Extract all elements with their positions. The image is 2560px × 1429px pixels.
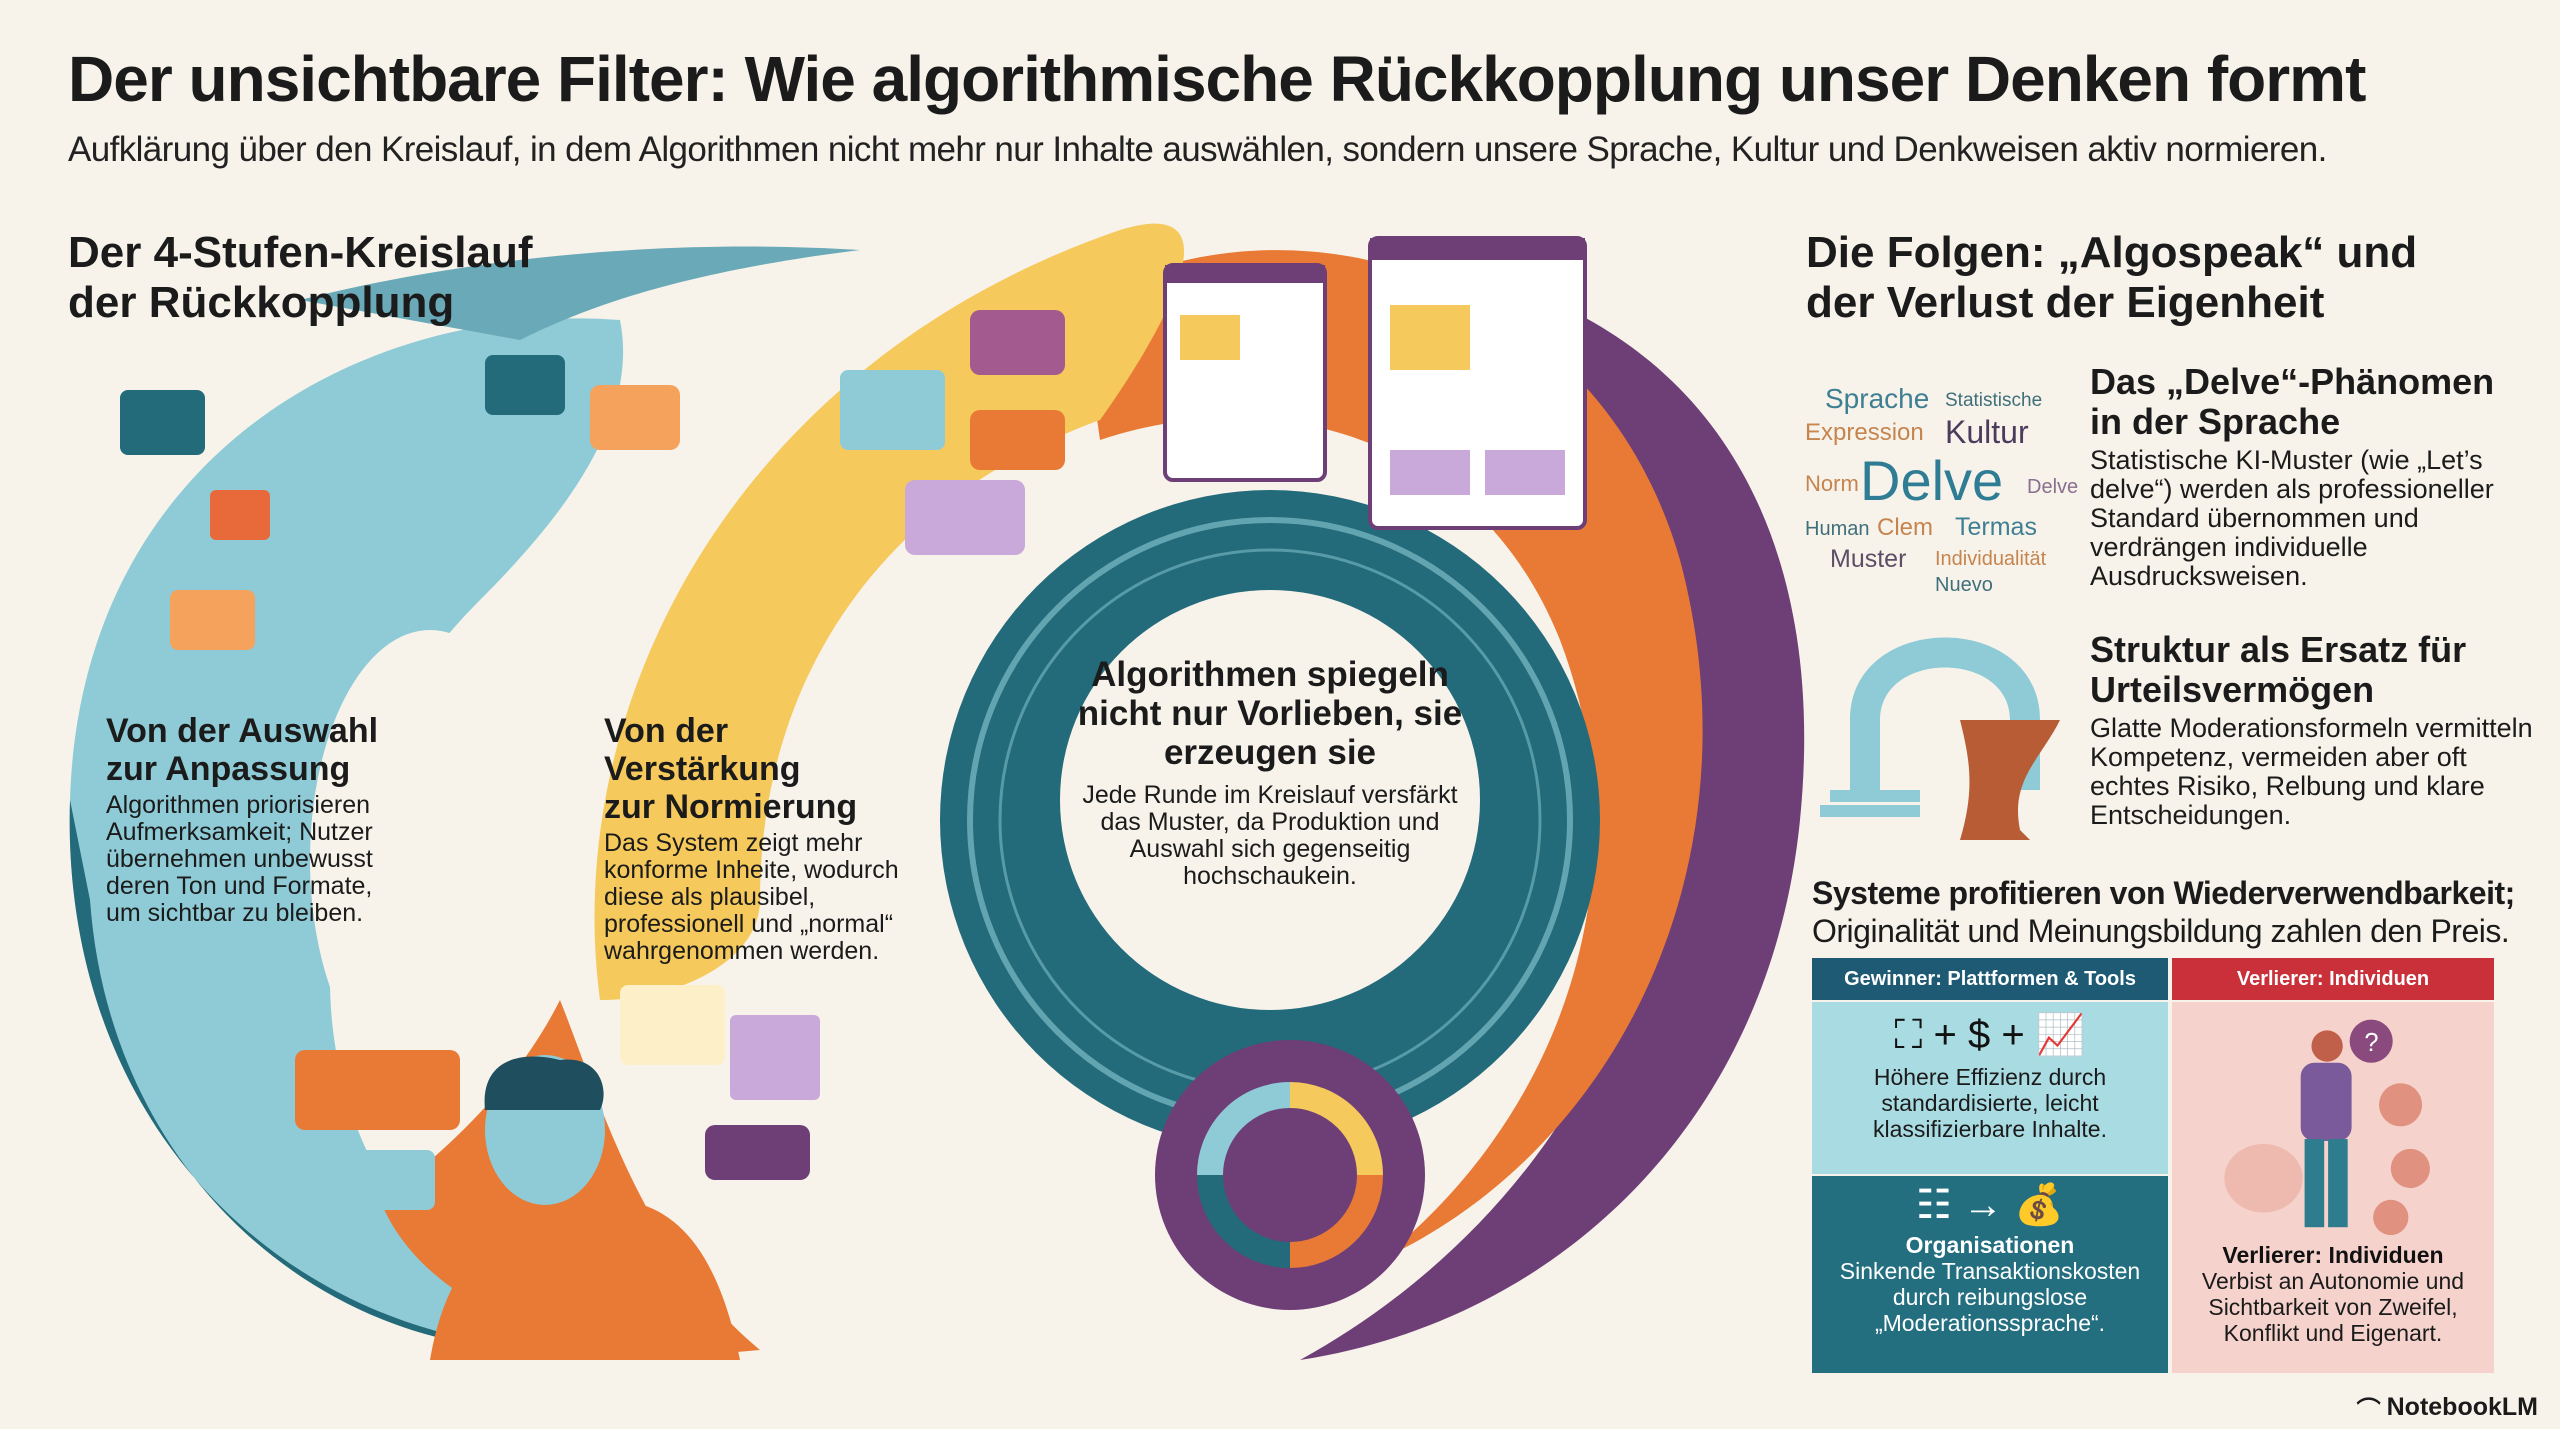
stage-text: Das System zeigt mehr konforme Inheite, … xyxy=(604,829,899,965)
stage-title-line1: Von der Verstärkung xyxy=(604,712,801,788)
center-circle xyxy=(1060,590,1480,1010)
word-cloud-word: Statistische xyxy=(1945,390,2043,411)
delve-section: Das „Delve“-Phänomen in der Sprache Stat… xyxy=(2090,362,2540,591)
growth-chart-icon: 📈 xyxy=(2035,1013,2086,1057)
word-cloud-word: Kultur xyxy=(1945,414,2029,450)
money-bag-icon: 💰 xyxy=(2014,1183,2064,1227)
winners-losers-table: Gewinner: Plattformen & Tools Verlierer:… xyxy=(1812,958,2494,1373)
organisations-text: Sinkende Transaktionskosten durch reibun… xyxy=(1839,1258,2141,1336)
systems-summary-bold: Systeme profitieren von Wiederverwendbar… xyxy=(1812,875,2515,911)
winner-header: Gewinner: Plattformen & Tools xyxy=(1812,958,2168,1000)
word-cloud-word: Norm xyxy=(1805,471,1859,496)
chat-bubble-icons xyxy=(120,310,1065,1210)
consequences-heading: Die Folgen: „Algospeak“ und der Verlust … xyxy=(1806,228,2417,328)
delve-title-line2: in der Sprache xyxy=(2090,401,2341,442)
stage-title-line2: zur Normierung xyxy=(604,788,858,826)
person-illustration xyxy=(430,1055,740,1360)
word-cloud-word: Individualität xyxy=(1935,548,2047,570)
center-title: Algorithmen spiegeln nicht nur Vorlieben… xyxy=(1077,655,1463,772)
cycle-arrows-icon xyxy=(1155,1040,1425,1310)
org-chart-icon: ☷ xyxy=(1916,1183,1952,1227)
consequences-heading-line2: der Verlust der Eigenheit xyxy=(1806,278,2325,327)
delve-text: Statistische KI-Muster (wie „Let’s delve… xyxy=(2090,445,2494,591)
structure-section: Struktur als Ersatz für Urteilsvermögen … xyxy=(2090,630,2540,830)
loop-heading-line1: Der 4-Stufen-Kreislauf xyxy=(68,228,533,277)
hierarchy-to-money-icons: ☷ → 💰 xyxy=(1916,1183,2064,1227)
word-cloud-word: Delve xyxy=(1860,449,2004,512)
confused-person-icon: ? xyxy=(2224,1019,2430,1236)
losers-title: Verlierer: Individuen xyxy=(2222,1242,2444,1268)
network-icon: ⛶ xyxy=(1894,1013,1923,1057)
organisations-title: Organisationen xyxy=(1905,1232,2075,1258)
systems-summary: Systeme profitieren von Wiederverwendbar… xyxy=(1812,874,2515,950)
loop-heading: Der 4-Stufen-Kreislauf der Rückkopplung xyxy=(68,228,533,328)
word-cloud-word: Human xyxy=(1805,518,1870,540)
stage-title-line1: Von der Auswahl xyxy=(106,712,379,750)
svg-text:?: ? xyxy=(2364,1029,2378,1057)
losers-individuals-cell: ? Verlierer: Individuen Verbist an Auton… xyxy=(2172,1002,2494,1373)
word-cloud-word: Sprache xyxy=(1825,383,1930,414)
word-cloud-word: Muster xyxy=(1830,545,1907,573)
word-cloud: Sprache Statistische Expression Kultur N… xyxy=(1805,385,2085,600)
document-icons xyxy=(1163,236,1587,530)
stage-title-line2: zur Anpassung xyxy=(106,750,351,788)
winner-text: Höhere Effizienz durch standardisierte, … xyxy=(1873,1064,2107,1142)
stage-selection-adaptation: Von der Auswahl zur Anpassung Algorithme… xyxy=(106,712,396,927)
structure-text: Glatte Moderationsformeln vermitteln Kom… xyxy=(2090,713,2533,830)
word-cloud-word: Clem xyxy=(1877,514,1934,541)
losers-text: Verbist an Autonomie und Sichtbarkeit vo… xyxy=(2201,1268,2465,1346)
arch-tree-icon xyxy=(1820,637,2060,840)
stage-text: Algorithmen priorisieren Aufmerksamkeit;… xyxy=(106,791,373,927)
notebooklm-icon: ⌒ xyxy=(2356,1397,2381,1424)
page-subtitle: Aufklärung über den Kreislauf, in dem Al… xyxy=(68,130,2327,169)
word-cloud-word: Nuevo xyxy=(1935,574,1993,596)
page-title: Der unsichtbare Filter: Wie algorithmisc… xyxy=(68,43,2366,115)
delve-title-line1: Das „Delve“-Phänomen xyxy=(2090,361,2495,402)
purple-band xyxy=(1300,260,1805,1360)
structure-title-line2: Urteilsvermögen xyxy=(2090,669,2375,710)
center-message: Algorithmen spiegeln nicht nur Vorlieben… xyxy=(1065,655,1475,890)
winner-platforms-cell: ⛶ + $ + 📈 Höhere Effizienz durch standar… xyxy=(1812,1002,2168,1174)
notebooklm-logo: ⌒ NotebookLM xyxy=(2357,1390,2538,1425)
word-cloud-word: Delve xyxy=(2027,476,2079,498)
word-cloud-word: Expression xyxy=(1805,419,1924,446)
stage-amplification-normalization: Von der Verstärkung zur Normierung Das S… xyxy=(604,712,934,965)
consequences-heading-line1: Die Folgen: „Algospeak“ und xyxy=(1806,228,2418,277)
loop-heading-line2: der Rückkopplung xyxy=(68,278,455,327)
network-money-growth-icons: ⛶ + $ + 📈 xyxy=(1812,1010,2168,1060)
organisations-cell: ☷ → 💰 Organisationen Sinkende Transaktio… xyxy=(1812,1176,2168,1373)
blue-band xyxy=(69,318,624,1350)
money-hand-icon: $ xyxy=(1967,1013,1991,1057)
brand-name: NotebookLM xyxy=(2386,1393,2538,1421)
systems-summary-normal: Originalität und Meinungsbildung zahlen … xyxy=(1812,913,2510,949)
loser-header: Verlierer: Individuen xyxy=(2172,958,2494,1000)
word-cloud-word: Termas xyxy=(1955,513,2037,541)
center-text: Jede Runde im Kreislauf versfärkt das Mu… xyxy=(1082,781,1458,890)
structure-title-line1: Struktur als Ersatz für xyxy=(2090,629,2467,670)
